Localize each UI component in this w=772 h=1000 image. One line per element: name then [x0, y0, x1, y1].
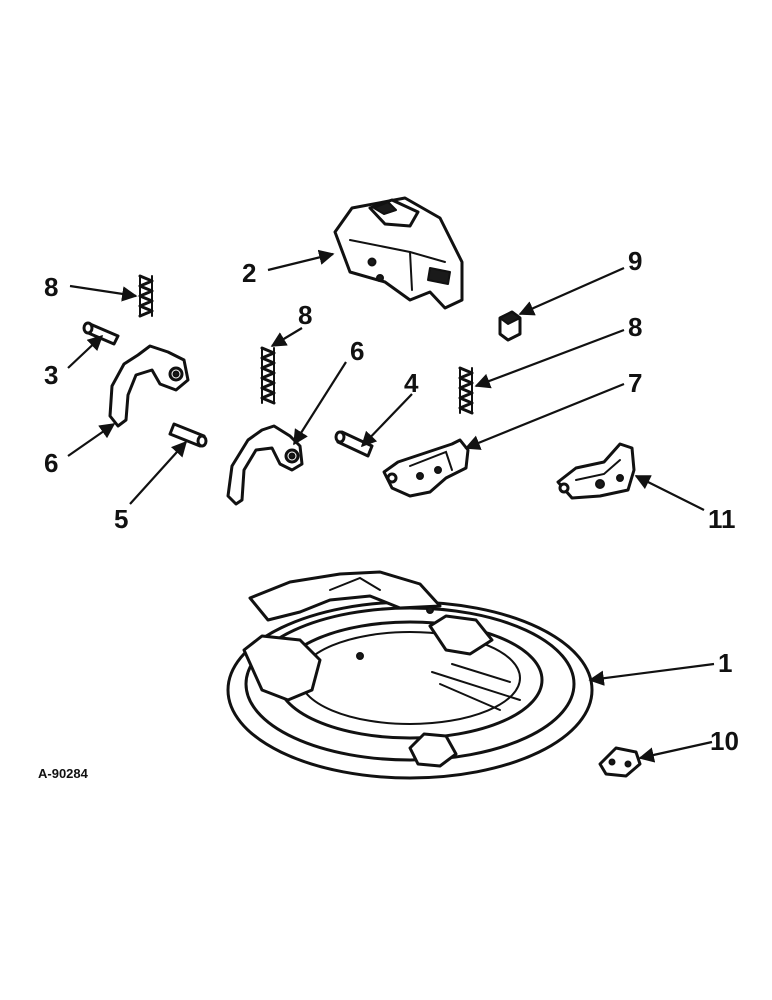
callout-1: 1: [718, 648, 732, 678]
callout-2: 2: [242, 258, 256, 288]
part-7-bracket: [382, 438, 470, 498]
part-11-hinge: [556, 442, 636, 500]
callout-6: 6: [350, 336, 364, 366]
callout-4: 4: [404, 368, 419, 398]
callout-6: 6: [44, 448, 58, 478]
callout-7: 7: [628, 368, 642, 398]
callout-3: 3: [44, 360, 58, 390]
part-2-housing: [333, 196, 464, 310]
part-3-pin: [82, 321, 120, 346]
part-8-spring-right: [458, 366, 474, 415]
callout-8: 8: [44, 272, 58, 302]
figure-code: A-90284: [38, 766, 89, 781]
callout-8: 8: [628, 312, 642, 342]
part-6-latch-left: [108, 344, 190, 428]
part-5-pin: [168, 422, 208, 448]
callout-10: 10: [710, 726, 739, 756]
part-4-pin: [334, 430, 374, 458]
callout-labels: 2 9 8 3 6 8 6 5 4 8 7 11 1 10: [44, 246, 739, 756]
callout-9: 9: [628, 246, 642, 276]
part-8-spring-left: [138, 274, 154, 318]
part-8-spring-middle: [260, 346, 276, 405]
part-1-base-ring: [226, 570, 594, 780]
callout-5: 5: [114, 504, 128, 534]
callout-11: 11: [708, 504, 736, 534]
part-10-plate: [598, 746, 642, 778]
leader-lines: [67, 249, 715, 763]
part-6-latch-middle: [226, 424, 304, 506]
part-9-clip: [498, 310, 522, 342]
callout-8: 8: [298, 300, 312, 330]
